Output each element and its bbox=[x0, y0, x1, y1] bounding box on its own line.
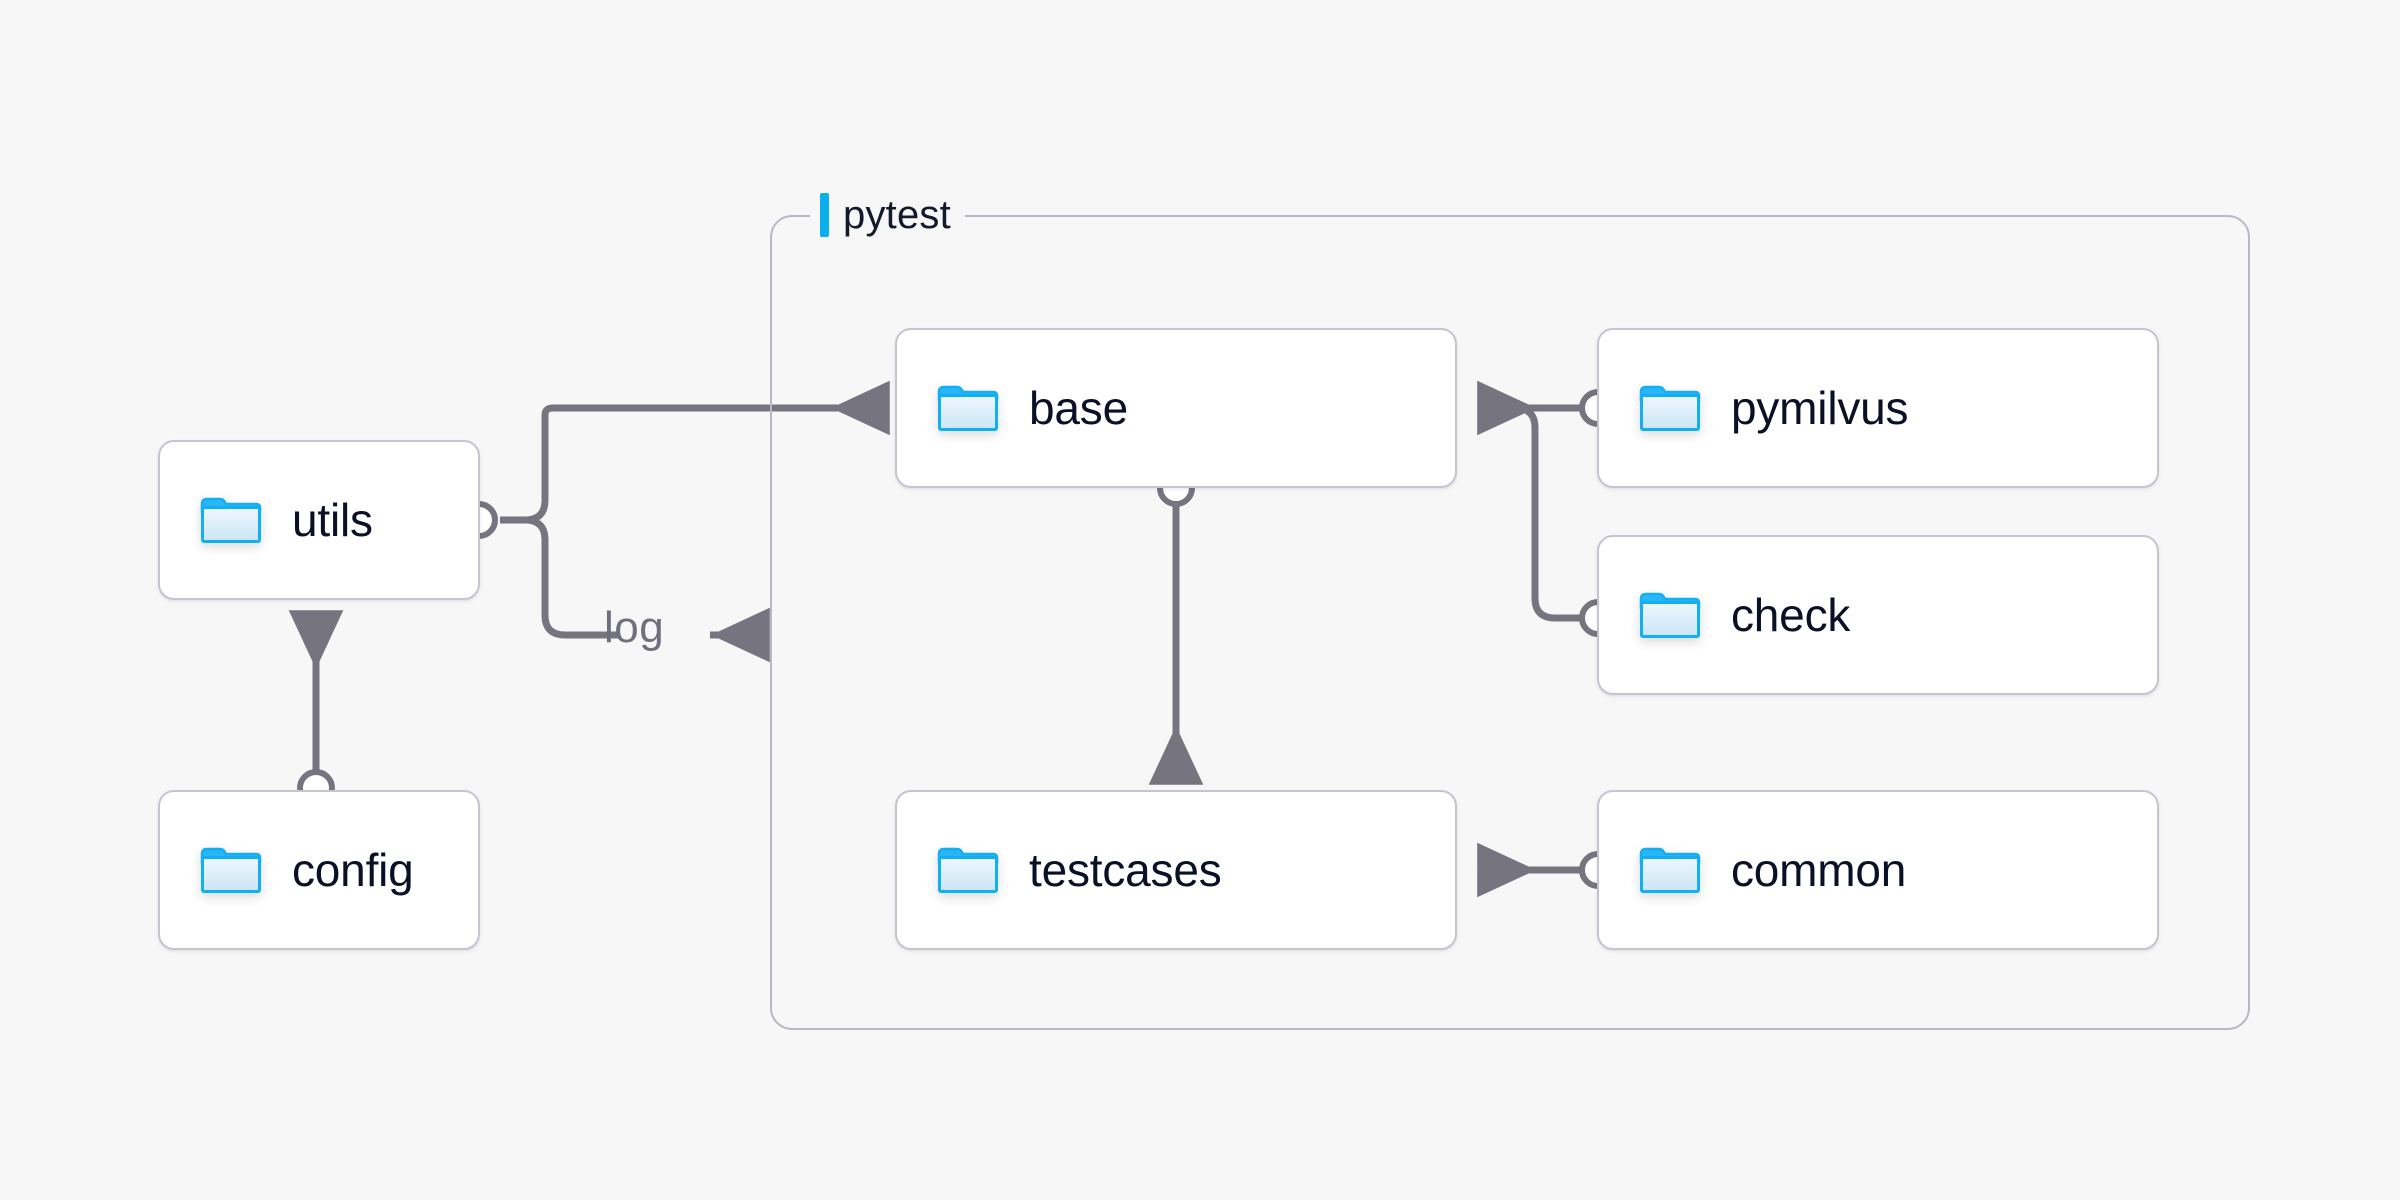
folder-icon bbox=[1639, 385, 1701, 431]
folder-icon bbox=[1639, 592, 1701, 638]
folder-icon bbox=[200, 847, 262, 893]
node-label: base bbox=[1029, 382, 1128, 434]
node-utils[interactable]: utils bbox=[158, 440, 480, 600]
node-label: pymilvus bbox=[1731, 382, 1909, 434]
node-common[interactable]: common bbox=[1597, 790, 2159, 950]
edge-utils-to-log bbox=[500, 516, 620, 639]
folder-icon bbox=[937, 385, 999, 431]
node-label: testcases bbox=[1029, 844, 1222, 896]
node-check[interactable]: check bbox=[1597, 535, 2159, 695]
folder-icon bbox=[200, 497, 262, 543]
node-label: common bbox=[1731, 844, 1907, 896]
folder-icon bbox=[1639, 847, 1701, 893]
node-label: utils bbox=[292, 494, 373, 546]
node-base[interactable]: base bbox=[895, 328, 1457, 488]
node-config[interactable]: config bbox=[158, 790, 480, 950]
group-accent-bar bbox=[820, 193, 829, 237]
group-pytest-title: pytest bbox=[843, 193, 951, 237]
group-pytest-label: pytest bbox=[810, 189, 965, 241]
folder-icon bbox=[937, 847, 999, 893]
group-pytest[interactable] bbox=[770, 215, 2250, 1030]
node-testcases[interactable]: testcases bbox=[895, 790, 1457, 950]
node-label: check bbox=[1731, 589, 1851, 641]
node-pymilvus[interactable]: pymilvus bbox=[1597, 328, 2159, 488]
edge-label-log: log bbox=[604, 603, 665, 652]
node-label: config bbox=[292, 844, 414, 896]
